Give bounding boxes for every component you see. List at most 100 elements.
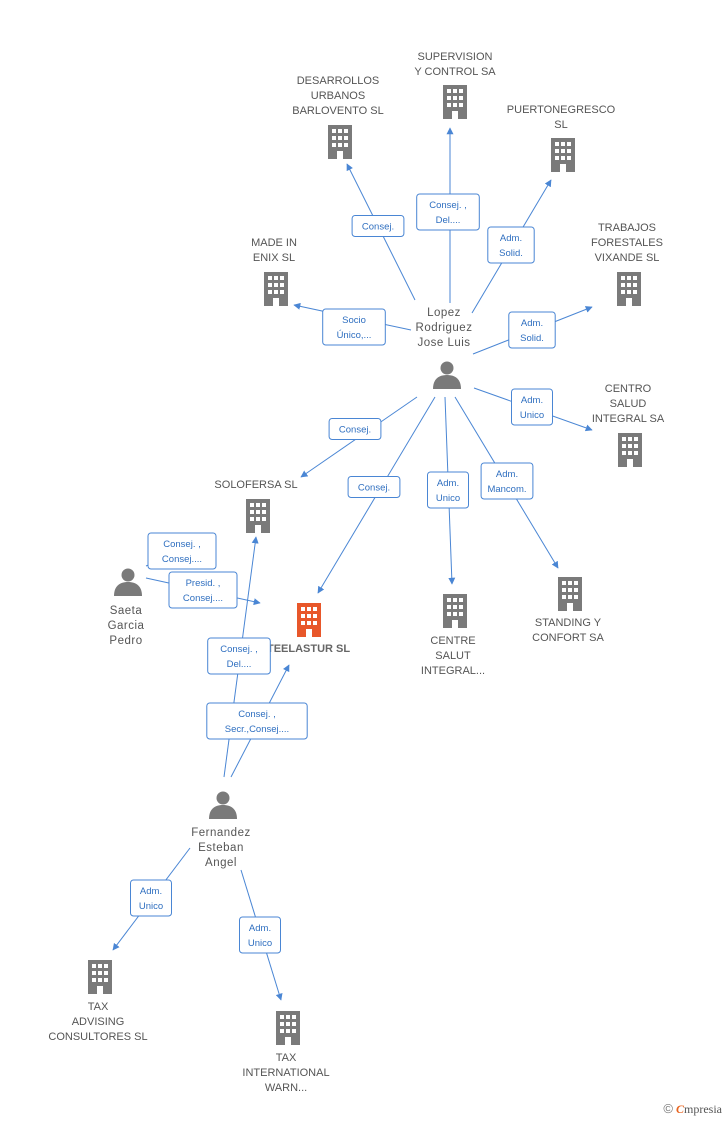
edge-label-fernandez-taxadvising[interactable]: Adm. Unico: [130, 879, 172, 917]
building-icon: [443, 85, 467, 119]
edge-label-line: Consej. ,: [220, 644, 258, 655]
edge-label-line: Adm.: [249, 923, 271, 934]
edge-label-line: Adm.: [500, 233, 522, 244]
company-name-line: FORESTALES: [591, 237, 663, 249]
company-name-line: CONSULTORES SL: [48, 1031, 147, 1043]
building-icon: [618, 433, 642, 467]
edge-label-line: Adm.: [496, 469, 518, 480]
edge-label-box: [487, 226, 535, 264]
edge-label-box: [347, 476, 401, 498]
company-name-line: INTEGRAL...: [421, 665, 485, 677]
building-icon: [264, 272, 288, 306]
edge-label-line: Consej....: [183, 593, 223, 604]
building-icon: [558, 577, 582, 611]
edge-label-line: Consej.: [358, 483, 390, 494]
edge-label-box: [130, 879, 172, 917]
company-name-line: INTERNATIONAL: [242, 1067, 329, 1079]
building-icon: [276, 1011, 300, 1045]
edge-label-lopez-teelastur[interactable]: Consej.: [347, 476, 401, 498]
edge-label-line: Consej. ,: [238, 709, 276, 720]
edge-label-line: Adm.: [140, 886, 162, 897]
person-name-line: Esteban: [198, 842, 244, 854]
edge-label-lopez-trabajos[interactable]: Adm. Solid.: [508, 311, 556, 349]
edge-label-fernandez-solofersa[interactable]: Consej. , Del....: [207, 637, 271, 675]
edge-label-line: Consej. ,: [163, 539, 201, 550]
company-name-line: TEELASTUR SL: [267, 643, 350, 655]
edge-label-line: Consej. ,: [429, 200, 467, 211]
edge-label-line: Consej.: [339, 425, 371, 436]
company-node-puertonegresco[interactable]: PUERTONEGRESCO SL: [507, 104, 616, 172]
company-name-line: CONFORT SA: [532, 632, 604, 644]
building-icon: [328, 125, 352, 159]
edge-label-fernandez-taxintl[interactable]: Adm. Unico: [239, 916, 281, 954]
person-name-line: Fernandez: [191, 827, 250, 839]
edge-label-box: [239, 916, 281, 954]
edge-label-line: Solid.: [520, 333, 544, 344]
company-name-line: VIXANDE SL: [595, 252, 660, 264]
company-node-standing[interactable]: STANDING Y CONFORT SA: [532, 577, 605, 644]
company-name-line: CENTRO: [605, 383, 652, 395]
edge-label-line: Presid. ,: [186, 578, 221, 589]
edge-label-box: [351, 215, 405, 237]
edge-label-line: Del....: [436, 215, 461, 226]
person-name-line: Garcia: [108, 620, 145, 632]
edge-label-box: [416, 193, 480, 231]
edge-label-lopez-solofersa[interactable]: Consej.: [328, 418, 382, 440]
person-name-line: Pedro: [109, 635, 142, 647]
edge-label-line: Adm.: [521, 395, 543, 406]
edge-label-line: Consej.: [362, 222, 394, 233]
person-name-line: Angel: [205, 857, 237, 869]
edge-label-box: [508, 311, 556, 349]
edge-label-line: Unico: [248, 938, 272, 949]
edge-label-lopez-centrosalud[interactable]: Adm. Unico: [511, 388, 553, 426]
edge-label-fernandez-teelastur[interactable]: Consej. ,Secr.,Consej....: [206, 702, 308, 740]
brand-logo-text: mpresia: [684, 1102, 722, 1116]
edge-label-box: [427, 471, 469, 509]
company-name-line: SUPERVISION: [418, 51, 493, 63]
company-name-line: URBANOS: [311, 90, 365, 102]
edge-label-lopez-madeinenix[interactable]: SocioÚnico,...: [322, 308, 386, 346]
company-name-line: SL: [554, 119, 567, 131]
edge-label-box: [147, 532, 217, 570]
edge-label-lopez-centresalut[interactable]: Adm.Unico: [427, 471, 469, 509]
edge-label-line: Unico: [520, 410, 544, 421]
person-name-line: Saeta: [110, 605, 143, 617]
edge-label-lopez-desarrollos[interactable]: Consej.: [351, 215, 405, 237]
edge-label-line: Adm.: [521, 318, 543, 329]
company-node-teelastur[interactable]: TEELASTUR SL: [267, 603, 350, 655]
edge-labels-layer: Consej. Consej. , Del.... Adm. Solid. SocioÚn…: [130, 193, 556, 954]
edge-label-line: Consej....: [162, 554, 202, 565]
edge-label-line: Unico: [139, 901, 163, 912]
company-name-line: STANDING Y: [535, 617, 602, 629]
company-node-centresalut[interactable]: CENTRESALUTINTEGRAL...: [421, 594, 485, 677]
edge-label-lopez-puertonegresco[interactable]: Adm.Solid.: [487, 226, 535, 264]
edge-label-lopez-supervision[interactable]: Consej. , Del....: [416, 193, 480, 231]
building-icon: [617, 272, 641, 306]
company-name-line: Y CONTROL SA: [414, 66, 496, 78]
edge-label-line: Único,...: [337, 330, 372, 341]
person-icon: [209, 791, 237, 819]
company-node-supervision[interactable]: SUPERVISION Y CONTROL SA: [414, 51, 496, 119]
edge-label-saeta-solofersa[interactable]: Consej. , Consej....: [147, 532, 217, 570]
company-name-line: PUERTONEGRESCO: [507, 104, 616, 116]
edge-label-lopez-standing[interactable]: Adm.Mancom.: [480, 462, 534, 500]
edge-label-saeta-teelastur[interactable]: Presid. , Consej....: [168, 571, 238, 609]
edge-label-line: Del....: [227, 659, 252, 670]
person-name-line: Lopez: [427, 307, 461, 319]
company-node-solofersa[interactable]: SOLOFERSA SL: [214, 479, 298, 533]
building-icon: [443, 594, 467, 628]
company-node-taxintl[interactable]: TAXINTERNATIONALWARN...: [242, 1011, 330, 1094]
copyright-symbol: ©: [663, 1101, 673, 1116]
company-name-line: SALUD: [610, 398, 647, 410]
edge-label-line: Socio: [342, 315, 366, 326]
edge-label-box: [322, 308, 386, 346]
company-name-line: ADVISING: [72, 1016, 125, 1028]
